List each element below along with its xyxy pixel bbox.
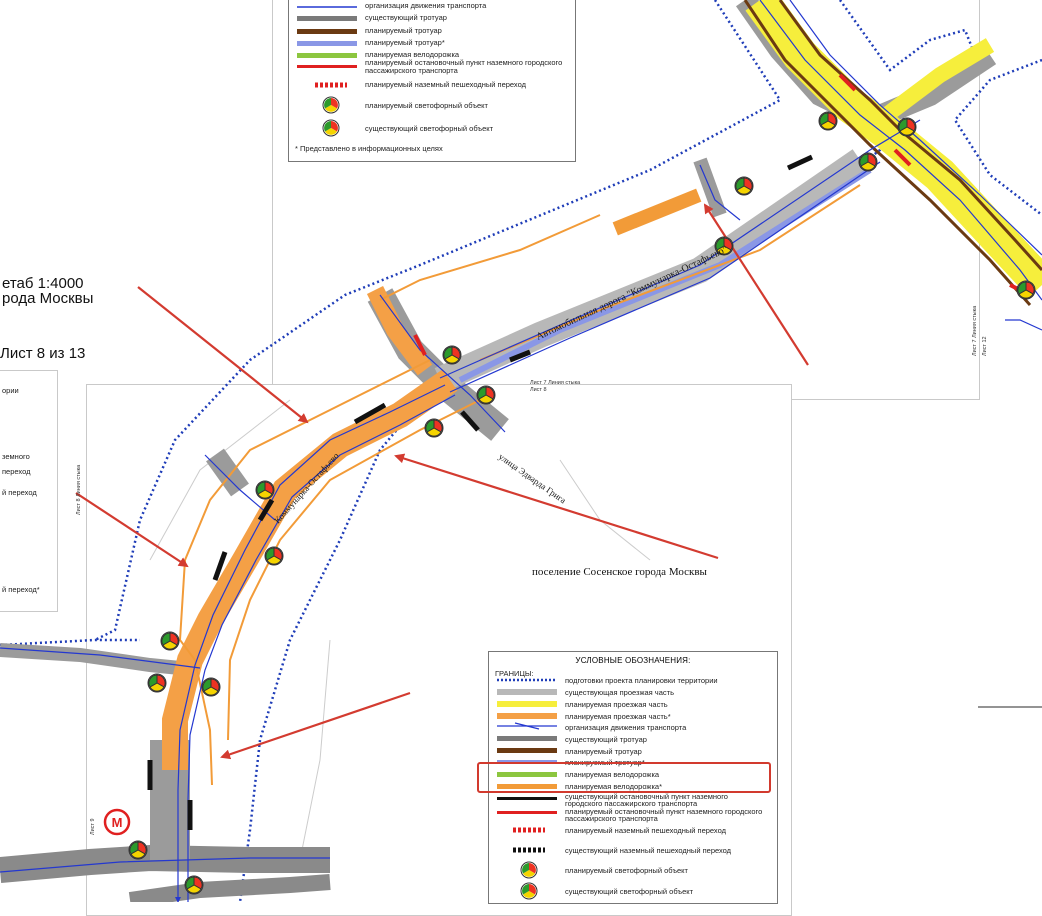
left-legend-line-1: ории [2, 386, 19, 395]
settlement-label: поселение Сосенское города Москвы [532, 566, 707, 578]
legend-row: планируемый остановочный пункт наземного… [565, 807, 763, 823]
sheet-joint-3: Лист 8 Линия стыка [76, 464, 82, 515]
left-legend-line-3: переход [2, 467, 31, 476]
legend-row: существующий остановочный пункт наземног… [565, 792, 728, 808]
top-legend-row: существующий светофорный объект [365, 124, 494, 133]
sheet-joint-2: Лист 7 Линия стыка [972, 305, 978, 356]
top-legend-row: планируемый тротуар* [365, 38, 445, 47]
top-legend-row: существующий тротуар [365, 13, 447, 22]
left-legend-line-5: й переход* [2, 585, 40, 594]
top-legend: организация движения транспорта существу… [288, 0, 576, 162]
legend-row: подготовки проекта планировки территории [565, 676, 718, 685]
planned-sidewalk-brown-2 [743, 0, 1032, 306]
legend-row: планируемый тротуар [565, 747, 642, 756]
planned-road-orange [162, 285, 458, 770]
scale-text: етаб 1:4000 [2, 275, 84, 292]
sheet-joint-1: Лист 7 Линия стыка [530, 380, 581, 386]
top-legend-symbols [297, 6, 357, 137]
top-legend-row: организация движения транспорта [365, 1, 487, 10]
sheet-number-text: Лист 8 из 13 [0, 345, 86, 362]
legend-row: планируемый светофорный объект [565, 866, 688, 875]
planned-sidewalk-info [458, 167, 872, 383]
legend-row: организация движения транспорта [565, 723, 687, 732]
existing-stops [147, 154, 814, 830]
traffic-lights [128, 111, 1036, 895]
left-legend-line-2: земного [2, 452, 30, 461]
top-legend-row: планируемый тротуар [365, 26, 442, 35]
street-label: улица Эдварда Грига [497, 451, 568, 505]
legend-row: планируемая проезжая часть* [565, 712, 671, 721]
bike-lanes-info [178, 184, 861, 786]
legend-row: планируемая велодорожка* [565, 782, 662, 791]
legend-group: ГРАНИЦЫ: [495, 669, 534, 678]
orange-block [612, 188, 702, 236]
legend-row: существующая проезжая часть [565, 688, 674, 697]
planned-road-yellow [745, 0, 1042, 298]
annotation-arrows [75, 203, 809, 760]
svg-text:М: М [112, 815, 123, 830]
top-legend-row: планируемый наземный пешеходный переход [365, 80, 526, 89]
legend-row: планируемый наземный пешеходный переход [565, 826, 726, 835]
bike-lane-highlight [477, 762, 771, 793]
top-legend-row: планируемая велодорожка [365, 50, 460, 59]
legend-row: планируемая велодорожка [565, 770, 660, 779]
sheet-joint-1b: Лист 8 [530, 387, 547, 393]
top-legend-footnote: * Представлено в информационных целях [295, 144, 443, 153]
legend-row: планируемая проезжая часть [565, 700, 668, 709]
left-sheet [0, 370, 58, 612]
legend-row: существующий наземный пешеходный переход [565, 846, 732, 855]
metro-icon: М [103, 808, 131, 836]
road-label-main: Автомобильная дорога "Коммунарка-Остафье… [535, 244, 730, 343]
sheet-joint-4: Лист 9 [90, 818, 96, 835]
top-legend-row: планируемый остановочный пункт наземного… [365, 58, 563, 75]
legend-title: УСЛОВНЫЕ ОБОЗНАЧЕНИЯ: [575, 656, 691, 665]
city-text: рода Москвы [2, 290, 94, 307]
legend-row: существующий тротуар [565, 735, 647, 744]
sheet-joint-2b: Лист 12 [982, 336, 988, 356]
top-legend-row: планируемый светофорный объект [365, 101, 488, 110]
legend-row: существующий светофорный объект [565, 887, 694, 896]
left-legend-line-4: й переход [2, 488, 37, 497]
